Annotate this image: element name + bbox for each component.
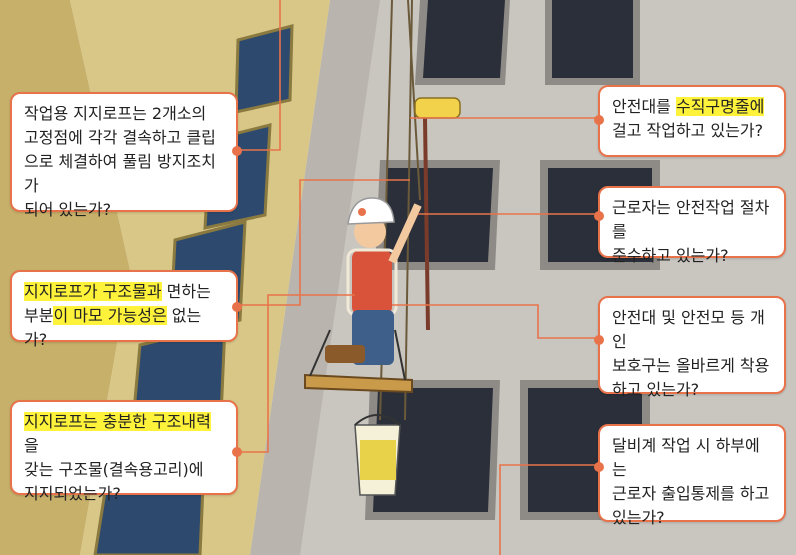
- connector-dot: [594, 211, 604, 221]
- highlight-text: 이 마모 가능성은: [53, 306, 167, 325]
- callout-access-control-line2: 근로자 출입통제를 하고: [612, 484, 770, 503]
- plain-text: 부분: [24, 306, 54, 325]
- callout-rope-wear-line1: 지지로프가 구조물과 면하는: [24, 280, 224, 304]
- highlight-text: 지지로프가 구조물과: [24, 282, 162, 301]
- callout-structure-strength-line3: 지지되었는가?: [24, 484, 121, 503]
- gondola-seat: [304, 329, 413, 394]
- callout-procedure-line2: 준수하고 있는가?: [612, 246, 729, 265]
- callout-lifeline-anchor-line3: 으로 체결하여 풀림 방지조치가: [24, 152, 216, 195]
- highlight-text: 수직구명줄에: [675, 97, 765, 116]
- plain-text: 면하는: [161, 282, 211, 301]
- callout-procedure: 근로자는 안전작업 절차를 준수하고 있는가?: [594, 186, 786, 265]
- callout-access-control: 달비계 작업 시 하부에는 근로자 출입통제를 하고 있는가?: [594, 424, 786, 527]
- connector-dot: [232, 146, 242, 156]
- callout-access-control-line3: 있는가?: [612, 508, 665, 527]
- connector-dot: [232, 447, 242, 457]
- callout-structure-strength: 지지로프는 충분한 구조내력을 갖는 구조물(결속용고리)에 지지되었는가?: [10, 400, 242, 503]
- callout-rope-wear: 지지로프가 구조물과 면하는 부분이 마모 가능성은 없는가?: [10, 270, 242, 349]
- connector-dot: [594, 115, 604, 125]
- callout-lifeline-anchor-line4: 되어 있는가?: [24, 200, 112, 219]
- callout-lifeline-anchor-line1: 작업용 지지로프는 2개소의: [24, 104, 207, 123]
- callout-harness-lifeline-line1: 안전대를 수직구명줄에: [612, 95, 772, 119]
- highlight-text: 지지로프는 충분한 구조내력: [24, 412, 211, 431]
- paint-bucket-icon: [354, 414, 401, 496]
- callout-rope-wear-line2: 부분이 마모 가능성은 없는가?: [24, 304, 224, 352]
- connector-lines: [238, 0, 600, 555]
- plain-text: 없는가?: [24, 306, 202, 349]
- callout-ppe: 안전대 및 안전모 등 개인 보호구는 올바르게 착용 하고 있는가?: [594, 296, 786, 399]
- callout-lifeline-anchor-line2: 고정점에 각각 결속하고 클립: [24, 128, 216, 147]
- safety-helmet-icon: [347, 197, 395, 225]
- callout-ppe-line2: 보호구는 올바르게 착용: [612, 356, 770, 375]
- plain-text: 을: [24, 436, 39, 455]
- worker-illustration: [325, 197, 422, 365]
- callout-procedure-line1: 근로자는 안전작업 절차를: [612, 198, 770, 241]
- callout-harness-lifeline: 안전대를 수직구명줄에 걸고 작업하고 있는가?: [594, 85, 786, 157]
- connector-dot: [232, 302, 242, 312]
- callout-ppe-line3: 하고 있는가?: [612, 380, 700, 399]
- paint-roller-icon: [414, 97, 461, 331]
- callout-harness-lifeline-line2: 걸고 작업하고 있는가?: [612, 121, 764, 140]
- plain-text: 안전대를: [612, 97, 676, 116]
- callout-lifeline-anchor: 작업용 지지로프는 2개소의 고정점에 각각 결속하고 클립 으로 체결하여 풀…: [10, 92, 242, 219]
- callout-ppe-line1: 안전대 및 안전모 등 개인: [612, 308, 765, 351]
- connector-dot: [594, 335, 604, 345]
- callout-structure-strength-line1: 지지로프는 충분한 구조내력을: [24, 410, 224, 458]
- callout-access-control-line1: 달비계 작업 시 하부에는: [612, 436, 760, 479]
- connector-dot: [594, 462, 604, 472]
- callout-structure-strength-line2: 갖는 구조물(결속용고리)에: [24, 460, 204, 479]
